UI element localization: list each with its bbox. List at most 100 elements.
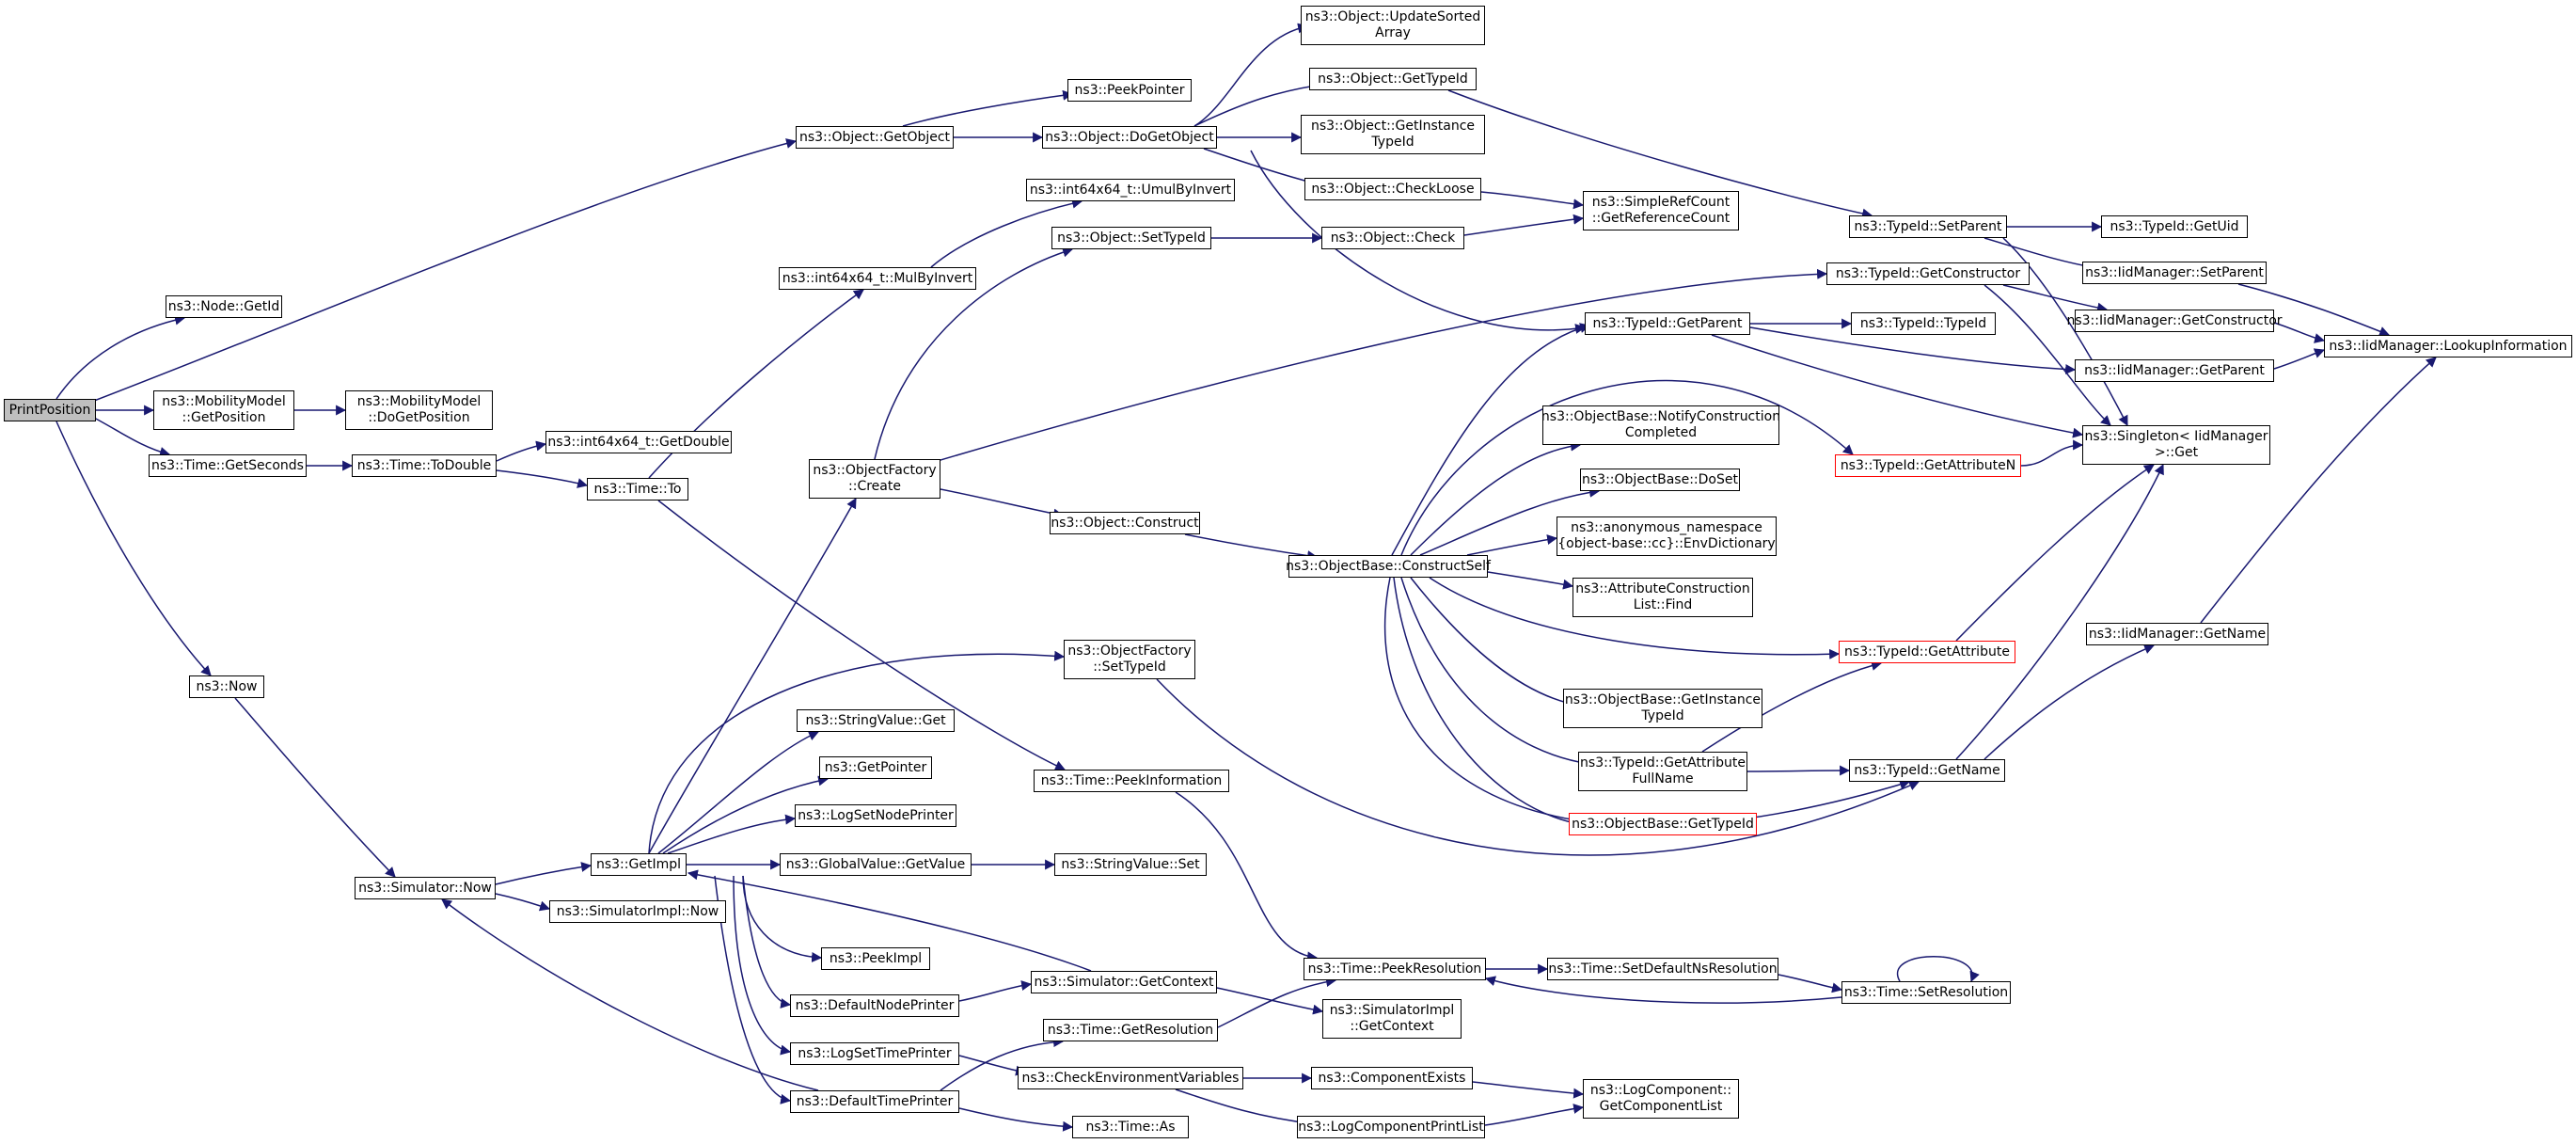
node-label: ns3::TypeId::GetConstructor <box>1835 265 2021 281</box>
node-anonymous-envdictionary[interactable]: ns3::anonymous_namespace{object-base::cc… <box>1557 516 1777 556</box>
node-simulatorimpl-now[interactable]: ns3::SimulatorImpl::Now <box>549 900 726 923</box>
node-getimpl[interactable]: ns3::GetImpl <box>591 853 687 876</box>
node-time-getseconds[interactable]: ns3::Time::GetSeconds <box>149 454 307 477</box>
node-objectbase-constructself[interactable]: ns3::ObjectBase::ConstructSelf <box>1286 555 1491 578</box>
node-object-check[interactable]: ns3::Object::Check <box>1321 227 1464 249</box>
node-object-gettypeid[interactable]: ns3::Object::GetTypeId <box>1309 68 1477 90</box>
node-peekimpl[interactable]: ns3::PeekImpl <box>821 947 930 970</box>
node-now[interactable]: ns3::Now <box>189 675 264 698</box>
node-label: ns3::ObjectFactory <box>1067 644 1192 659</box>
node-int64-getdouble[interactable]: ns3::int64x64_t::GetDouble <box>545 431 732 453</box>
node-getpointer[interactable]: ns3::GetPointer <box>819 756 932 779</box>
node-time-to[interactable]: ns3::Time::To <box>587 478 688 500</box>
node-objectbase-doset[interactable]: ns3::ObjectBase::DoSet <box>1580 469 1740 491</box>
node-label: ns3::GetImpl <box>595 856 681 872</box>
node-int64-mulbyinvert[interactable]: ns3::int64x64_t::MulByInvert <box>779 267 976 290</box>
node-time-setdefaultnsresolution[interactable]: ns3::Time::SetDefaultNsResolution <box>1547 958 1778 980</box>
node-iidmanager-getconstructor[interactable]: ns3::IidManager::GetConstructor <box>2066 310 2283 332</box>
node-singleton-get[interactable]: ns3::Singleton< IidManager >::Get <box>2082 425 2270 465</box>
node-int64-umulbyinvert[interactable]: ns3::int64x64_t::UmulByInvert <box>1026 179 1235 201</box>
node-time-setresolution[interactable]: ns3::Time::SetResolution <box>1841 981 2011 1004</box>
node-label: ns3::IidManager::SetParent <box>2085 264 2264 280</box>
call-edge <box>733 875 792 1056</box>
node-mobility-dogetposition[interactable]: ns3::MobilityModel::DoGetPosition <box>345 390 493 430</box>
node-time-peekresolution[interactable]: ns3::Time::PeekResolution <box>1304 958 1486 980</box>
node-objectbase-gettypeid[interactable]: ns3::ObjectBase::GetTypeId <box>1569 813 1757 835</box>
node-time-as[interactable]: ns3::Time::As <box>1072 1116 1189 1138</box>
node-label: ns3::Time::GetSeconds <box>151 457 304 473</box>
call-edge <box>55 314 186 400</box>
call-edge <box>1193 23 1309 127</box>
node-mobility-getposition[interactable]: ns3::MobilityModel::GetPosition <box>153 390 294 430</box>
node-defaultnodeprinter[interactable]: ns3::DefaultNodePrinter <box>790 994 959 1017</box>
node-object-getobject[interactable]: ns3::Object::GetObject <box>796 126 954 149</box>
node-typeid-typeid[interactable]: ns3::TypeId::TypeId <box>1851 312 1996 335</box>
node-stringvalue-get[interactable]: ns3::StringValue::Get <box>797 709 955 732</box>
node-stringvalue-set[interactable]: ns3::StringValue::Set <box>1054 853 1207 876</box>
node-label: ns3::Object::CheckLoose <box>1311 181 1475 197</box>
node-object-settypeid[interactable]: ns3::Object::SetTypeId <box>1051 227 1211 249</box>
node-iidmanager-lookupinformation[interactable]: ns3::IidManager::LookupInformation <box>2324 335 2572 358</box>
node-iidmanager-setparent[interactable]: ns3::IidManager::SetParent <box>2082 262 2267 284</box>
node-object-construct[interactable]: ns3::Object::Construct <box>1050 512 1200 534</box>
node-label: ns3::Object::SetTypeId <box>1057 230 1206 246</box>
node-node-getid[interactable]: ns3::Node::GetId <box>166 295 282 318</box>
node-checkenvironmentvariables[interactable]: ns3::CheckEnvironmentVariables <box>1018 1067 1243 1089</box>
call-edge <box>2020 439 2084 467</box>
node-componentexists[interactable]: ns3::ComponentExists <box>1311 1067 1473 1089</box>
node-iidmanager-getname[interactable]: ns3::IidManager::GetName <box>2086 623 2268 645</box>
call-edge <box>930 198 1083 268</box>
call-edge <box>1749 326 2077 374</box>
node-label: ns3::SimpleRefCount <box>1591 195 1731 210</box>
node-globalvalue-getvalue[interactable]: ns3::GlobalValue::GetValue <box>780 853 972 876</box>
node-logsetnodeprinter[interactable]: ns3::LogSetNodePrinter <box>795 804 956 827</box>
node-typeid-getconstructor[interactable]: ns3::TypeId::GetConstructor <box>1826 262 2030 285</box>
node-label: Array <box>1375 25 1411 40</box>
node-typeid-getattribute[interactable]: ns3::TypeId::GetAttribute <box>1839 641 2015 663</box>
node-simulator-now[interactable]: ns3::Simulator::Now <box>355 877 496 899</box>
node-printposition[interactable]: PrintPosition <box>4 399 96 421</box>
node-label: ns3::int64x64_t::MulByInvert <box>782 270 973 286</box>
node-time-getresolution[interactable]: ns3::Time::GetResolution <box>1043 1019 1218 1041</box>
node-objectfactory-settypeid[interactable]: ns3::ObjectFactory::SetTypeId <box>1064 640 1195 679</box>
node-iidmanager-getparent[interactable]: ns3::IidManager::GetParent <box>2075 359 2274 382</box>
call-edge <box>714 875 792 1104</box>
node-defaulttimeprinter[interactable]: ns3::DefaultTimePrinter <box>790 1090 959 1113</box>
node-label: ns3::Time::As <box>1085 1119 1176 1135</box>
node-logsettimeprinter[interactable]: ns3::LogSetTimePrinter <box>790 1042 959 1065</box>
node-time-todouble[interactable]: ns3::Time::ToDouble <box>352 454 497 477</box>
node-label: ns3::TypeId::GetUid <box>2110 218 2239 234</box>
call-edge <box>1466 534 1558 556</box>
node-label: ns3::Time::PeekInformation <box>1040 772 1223 788</box>
call-edge <box>1184 533 1319 562</box>
node-simplerefcount-getreferencecount[interactable]: ns3::SimpleRefCount::GetReferenceCount <box>1583 191 1739 230</box>
node-simulatorimpl-getcontext[interactable]: ns3::SimulatorImpl::GetContext <box>1322 999 1462 1039</box>
node-typeid-getparent[interactable]: ns3::TypeId::GetParent <box>1585 312 1750 335</box>
node-typeid-getattributen[interactable]: ns3::TypeId::GetAttributeN <box>1835 454 2021 477</box>
node-typeid-setparent[interactable]: ns3::TypeId::SetParent <box>1849 215 2007 238</box>
node-label: ns3::CheckEnvironmentVariables <box>1021 1070 1240 1086</box>
node-simulator-getcontext[interactable]: ns3::Simulator::GetContext <box>1031 971 1217 993</box>
call-edge <box>1410 440 1582 556</box>
node-logcomponent-getcomponentlist[interactable]: ns3::LogComponent::GetComponentList <box>1583 1079 1739 1119</box>
node-label: ns3::Simulator::GetContext <box>1034 974 1214 990</box>
call-edge <box>940 1037 1065 1091</box>
node-object-checkloose[interactable]: ns3::Object::CheckLoose <box>1304 178 1481 200</box>
node-objectfactory-create[interactable]: ns3::ObjectFactory::Create <box>809 459 940 499</box>
node-typeid-getuid[interactable]: ns3::TypeId::GetUid <box>2101 215 2248 238</box>
call-edge <box>1472 1081 1585 1099</box>
node-peekpointer[interactable]: ns3::PeekPointer <box>1067 79 1192 102</box>
node-typeid-getname[interactable]: ns3::TypeId::GetName <box>1849 759 2005 782</box>
node-time-peekinformation[interactable]: ns3::Time::PeekInformation <box>1034 770 1229 792</box>
node-logcomponentprintlist[interactable]: ns3::LogComponentPrintList <box>1297 1116 1485 1138</box>
node-label: ns3::Time::PeekResolution <box>1307 961 1482 977</box>
node-label: GetComponentList <box>1599 1099 1723 1114</box>
node-object-dogetobject[interactable]: ns3::Object::DoGetObject <box>1042 126 1217 149</box>
